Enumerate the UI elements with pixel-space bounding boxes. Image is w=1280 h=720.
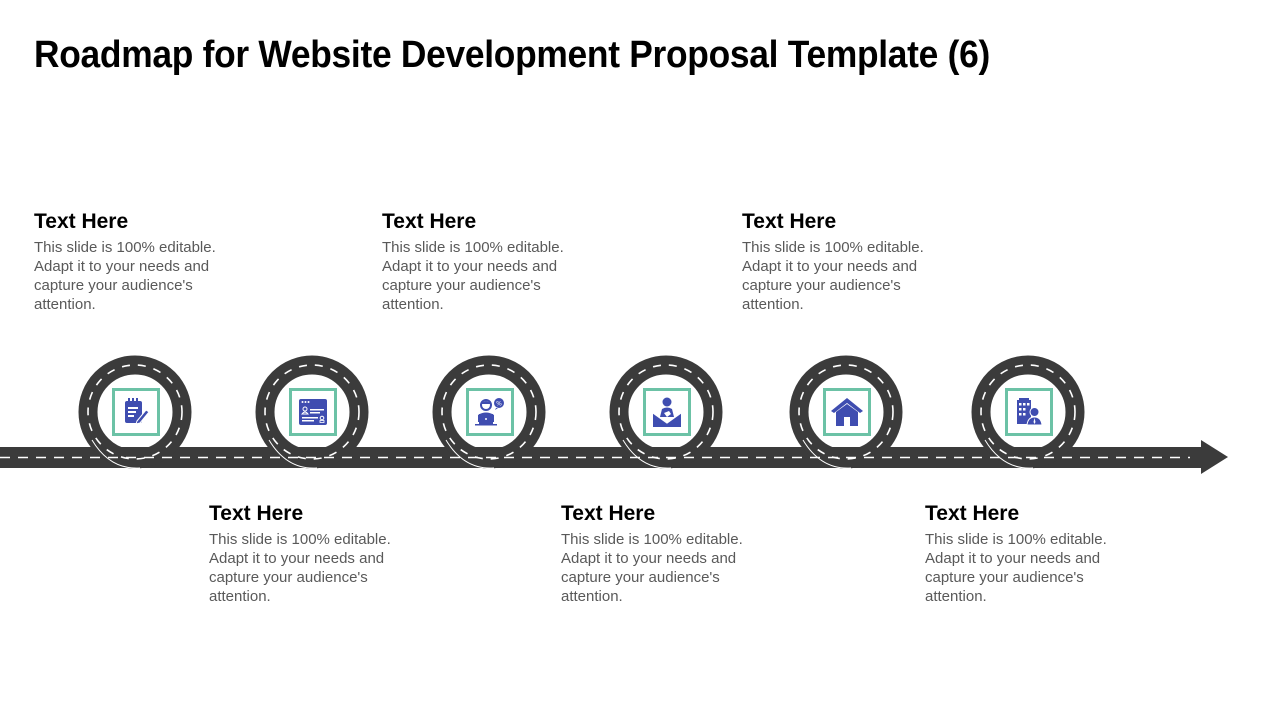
milestone-2-text: Text Here This slide is 100% editable. A… [209,501,399,606]
milestone-6-icon-frame [1005,388,1053,436]
milestone-6-heading: Text Here [925,502,1020,525]
milestone-1-heading: Text Here [34,210,129,233]
milestone-1-text: Text Here This slide is 100% editable. A… [34,209,224,314]
house-icon [831,398,863,426]
milestone-5-body: This slide is 100% editable. Adapt it to… [742,239,924,313]
notepad-pencil-icon [125,398,149,425]
user-laptop-chat-icon: % [475,398,504,426]
milestone-3-heading: Text Here [382,210,477,233]
road-loop-6 [971,355,1085,469]
road-loop-1 [78,355,192,469]
milestone-4-body: This slide is 100% editable. Adapt it to… [561,531,743,605]
milestone-6-text: Text Here This slide is 100% editable. A… [925,501,1115,606]
milestone-4-text: Text Here This slide is 100% editable. A… [561,501,751,606]
road-loop-4 [609,355,723,469]
milestone-3-text: Text Here This slide is 100% editable. A… [382,209,572,314]
person-with-open-box-icon [652,397,682,427]
road-loop-3 [432,355,546,469]
milestone-3-icon-frame: % [466,388,514,436]
milestone-1-body: This slide is 100% editable. Adapt it to… [34,239,216,313]
office-building-person-icon [1017,398,1042,426]
web-profile-page-icon [299,399,327,425]
milestone-5-heading: Text Here [742,210,837,233]
milestone-4-icon-frame [643,388,691,436]
milestone-6-body: This slide is 100% editable. Adapt it to… [925,531,1107,605]
milestone-2-body: This slide is 100% editable. Adapt it to… [209,531,391,605]
slide-title: Roadmap for Website Development Proposal… [34,34,990,76]
milestone-2-heading: Text Here [209,502,304,525]
milestone-5-icon-frame [823,388,871,436]
arrow-head-icon [1201,440,1228,474]
road-loop-2 [255,355,369,469]
road-loop-5 [789,355,903,469]
milestone-2-icon-frame [289,388,337,436]
milestone-4-heading: Text Here [561,502,656,525]
milestone-3-body: This slide is 100% editable. Adapt it to… [382,239,564,313]
milestone-1-icon-frame [112,388,160,436]
milestone-5-text: Text Here This slide is 100% editable. A… [742,209,932,314]
svg-text:%: % [496,401,502,408]
